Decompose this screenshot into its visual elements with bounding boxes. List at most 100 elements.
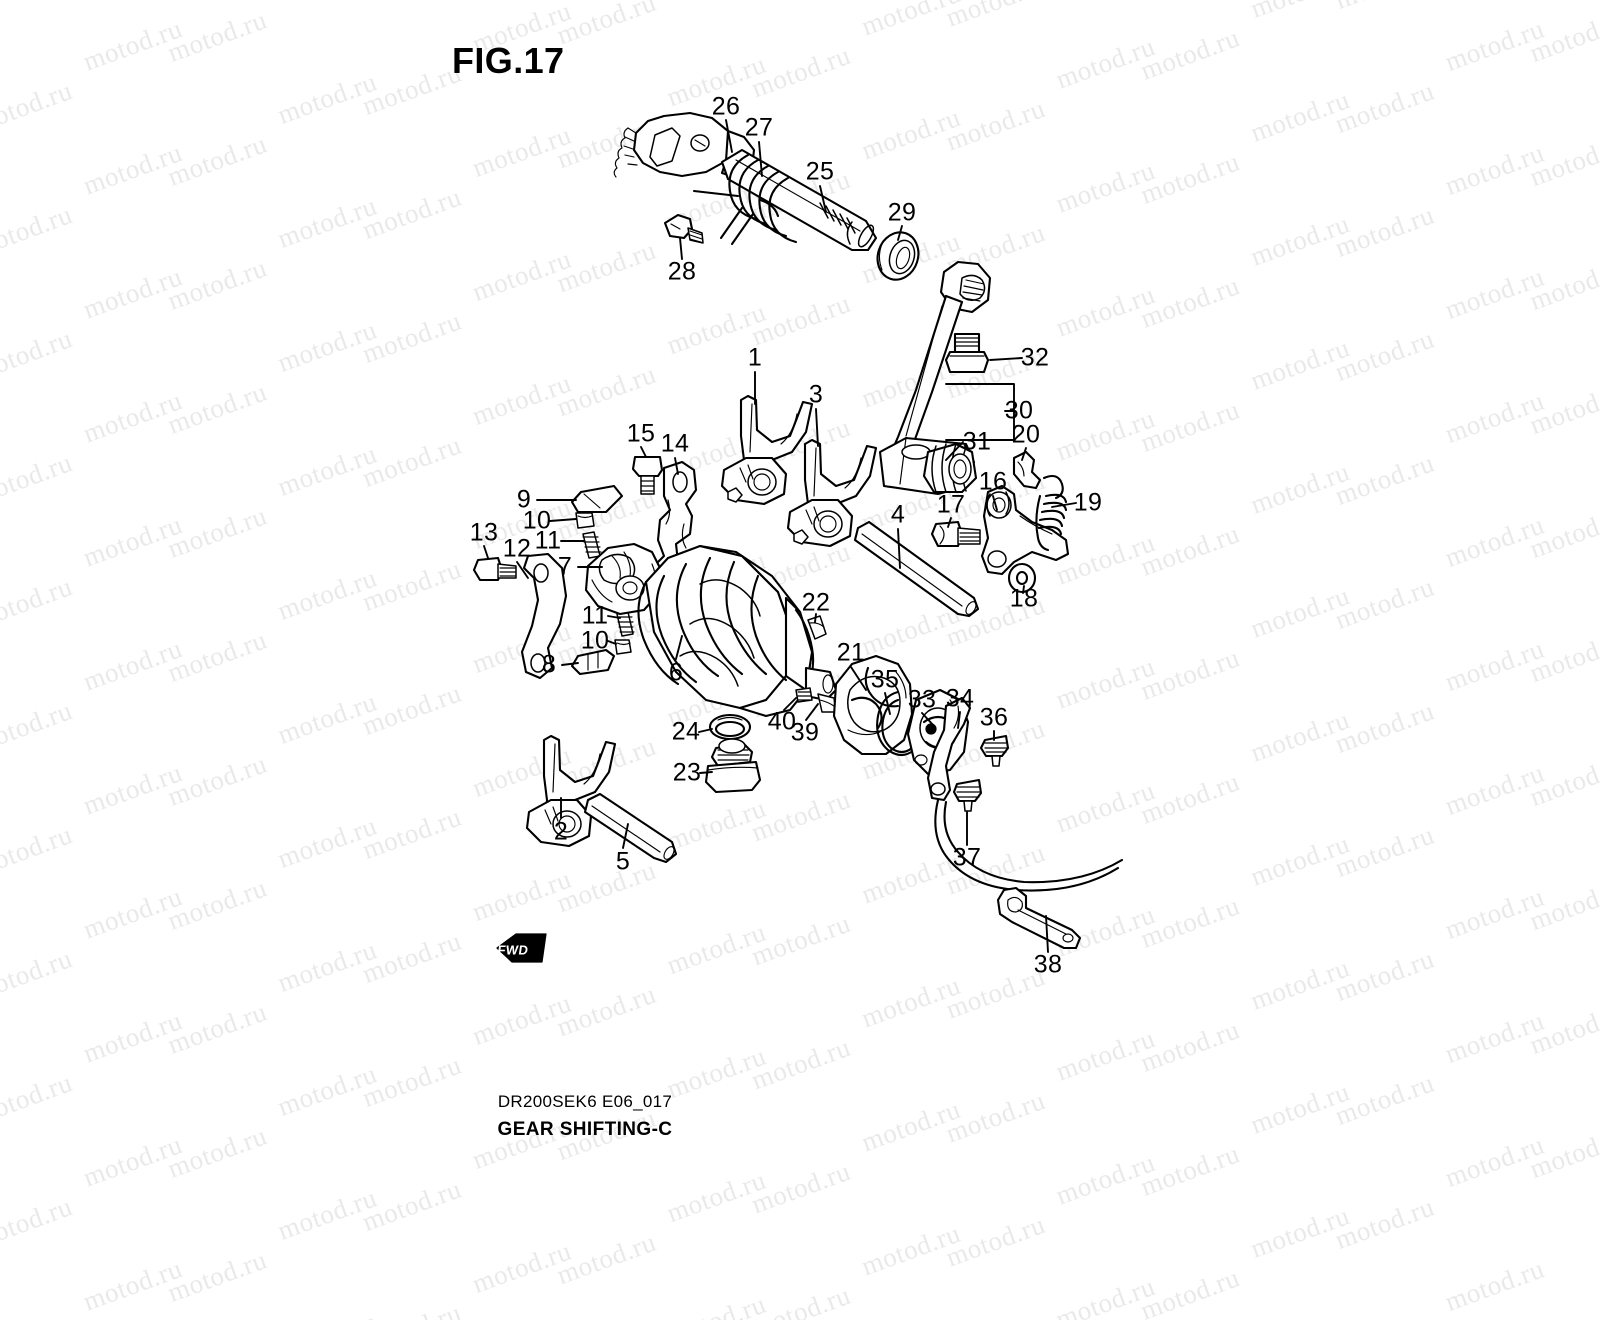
part-22-cam-dowel-pin <box>807 615 827 640</box>
callout-bolt-cam-plate[interactable]: 15 <box>626 419 656 448</box>
bracket-30 <box>945 383 1015 441</box>
callout-gear-shift-lever[interactable]: 31 <box>962 427 992 456</box>
watermark-text: motod.ru <box>468 1235 576 1299</box>
watermark-text: motod.ru <box>274 1306 381 1320</box>
part-5-fork-shaft <box>583 792 678 864</box>
figure-caption: DR200SEK6 E06_017 GEAR SHIFTING-C <box>0 1092 1600 1141</box>
watermark-text: motod.ru <box>1331 1191 1439 1255</box>
part-4-fork-shaft <box>853 520 980 618</box>
callout-cam-stopper-plate[interactable]: 8 <box>541 650 557 679</box>
part-2-shift-fork <box>525 734 617 848</box>
watermark-text: motod.ru <box>79 1253 187 1317</box>
part-25-gear-shift-shaft <box>720 148 878 252</box>
callout-cam-pin-lower[interactable]: 10 <box>580 626 610 655</box>
callout-cam-drum-nut[interactable]: 23 <box>672 758 702 787</box>
callout-gear-shift-shaft[interactable]: 25 <box>805 157 835 186</box>
part-32-bolt-gear-shift-lever <box>944 332 990 374</box>
parts-diagram-artwork <box>472 111 1124 963</box>
callout-gear-shift-cam-plate[interactable]: 14 <box>660 429 690 458</box>
callout-bolt-stopper-arm[interactable]: 17 <box>936 490 966 519</box>
watermark-text: motod.ru <box>1136 1262 1244 1320</box>
callout-gear-shift-fork-no1[interactable]: 1 <box>747 343 763 372</box>
callout-neutral-switch-contact-plate[interactable]: 33 <box>907 685 937 714</box>
part-11-cam-spring-lower <box>616 611 635 637</box>
callout-gear-shift-fork-shaft-short[interactable]: 5 <box>615 847 631 876</box>
watermark-text: motod.ru <box>1246 1200 1354 1264</box>
watermark-text: motod.ru <box>1441 1253 1549 1317</box>
callout-cam-drive-pin[interactable]: 39 <box>790 718 820 747</box>
fwd-marker-label: FWD <box>496 942 530 958</box>
part-10-cam-pin-upper <box>575 512 595 529</box>
part-13-bolt-cam-guide <box>472 556 517 582</box>
callout-bolt-gear-shift-lever[interactable]: 32 <box>1020 343 1050 372</box>
callout-cam-spring-lower[interactable]: 11 <box>581 601 609 630</box>
part-1-shift-fork <box>720 394 814 506</box>
caption-name: GEAR SHIFTING-C <box>497 1119 673 1140</box>
callout-cam-drum-washer[interactable]: 24 <box>671 717 701 746</box>
callout-gear-shift-fork-no3[interactable]: 3 <box>808 380 824 409</box>
part-31-gear-shift-lever <box>878 260 992 496</box>
callout-shaft-stopper-bolt[interactable]: 28 <box>667 257 697 286</box>
callout-gear-shift-shaft-oil-seal[interactable]: 29 <box>887 198 917 227</box>
part-11-cam-spring-upper <box>582 531 602 559</box>
callout-gear-shift-cam-stopper-arm[interactable]: 16 <box>978 467 1008 496</box>
part-10-cam-pin-lower <box>614 639 632 655</box>
leader-lines <box>483 119 1077 953</box>
callout-neutral-switch-lead-clamp[interactable]: 38 <box>1033 950 1063 979</box>
callout-gear-shift-shaft-return-spring[interactable]: 27 <box>744 113 774 142</box>
part-29-shaft-oil-seal <box>876 231 920 281</box>
callout-cam-driven-plate[interactable]: 9 <box>516 485 532 514</box>
callout-cam-dowel-pin[interactable]: 22 <box>801 588 831 617</box>
callout-cam-drive-screw[interactable]: 40 <box>767 707 797 736</box>
part-36-screw <box>979 734 1010 767</box>
part-15-bolt-cam-plate <box>631 455 664 495</box>
callout-screw-lead-bracket[interactable]: 37 <box>952 843 982 872</box>
part-17-bolt <box>930 520 981 548</box>
watermark-text: motod.ru <box>0 1191 77 1255</box>
part-19-stopper-arm-spring <box>1035 474 1068 552</box>
callout-gear-shift-cam-driven-plate[interactable]: 21 <box>836 638 866 667</box>
part-8-cam-stopper-plate <box>570 648 616 676</box>
part-12-cam-guide-bracket <box>520 552 568 680</box>
callout-stopper-arm-spring[interactable]: 19 <box>1073 488 1103 517</box>
part-23-nut <box>704 738 762 794</box>
callout-washer-stopper[interactable]: 18 <box>1009 584 1039 613</box>
watermark-text: motod.ru <box>1051 1271 1160 1320</box>
part-27-shaft-return-spring <box>692 153 798 246</box>
callout-gear-shift-lever-assembly[interactable]: 30 <box>1004 396 1034 425</box>
callout-gear-shift-shaft-arm[interactable]: 26 <box>711 92 741 121</box>
callout-gear-shift-fork-shaft[interactable]: 4 <box>890 500 906 529</box>
callout-cam-guide-bracket[interactable]: 12 <box>502 534 532 563</box>
watermark-text: motod.ru <box>857 1217 965 1282</box>
callout-cam-spring-upper[interactable]: 11 <box>534 526 562 555</box>
watermark-text: motod.ru <box>941 1209 1050 1273</box>
callout-neutral-switch-lead-bracket[interactable]: 34 <box>945 684 975 713</box>
fwd-orientation-marker <box>496 933 547 963</box>
watermark-text: motod.ru <box>358 1297 465 1320</box>
watermark-text: motod.ru <box>552 1226 660 1291</box>
part-24-washer <box>708 713 752 741</box>
part-9-cam-driven-plate <box>570 484 624 514</box>
neutral-switch-lead-wire <box>934 798 1124 892</box>
part-28-shaft-stopper-bolt <box>663 213 704 244</box>
caption-code: DR200SEK6 E06_017 <box>497 1092 673 1111</box>
part-18-washer <box>1007 562 1037 594</box>
callout-gear-shift-cam-drum[interactable]: 6 <box>668 658 684 687</box>
part-40-cam-drive-screw <box>795 687 813 703</box>
callout-cam-pin-upper[interactable]: 10 <box>522 506 552 535</box>
callout-screw-contact-plate[interactable]: 36 <box>979 703 1009 732</box>
watermark-text: motod.ru <box>747 1279 855 1320</box>
figure-title: FIG.17 <box>452 40 565 81</box>
part-38-lead-clamp <box>996 886 1082 950</box>
callout-gear-shift-fork-no2[interactable]: 2 <box>553 817 569 846</box>
part-3-shift-fork <box>786 438 878 548</box>
watermark-text: motod.ru <box>0 1315 77 1320</box>
part-39-cam-drive-pin <box>817 693 837 713</box>
callout-cam-driven-plate-circlip[interactable]: 35 <box>870 665 900 694</box>
part-37-screw <box>952 778 983 812</box>
callout-stopper-arm-pin[interactable]: 20 <box>1011 420 1041 449</box>
callout-gear-shift-cam-guide[interactable]: 7 <box>557 552 573 581</box>
callout-bolt-cam-guide[interactable]: 13 <box>469 518 499 547</box>
watermark-text: motod.ru <box>663 1289 770 1320</box>
